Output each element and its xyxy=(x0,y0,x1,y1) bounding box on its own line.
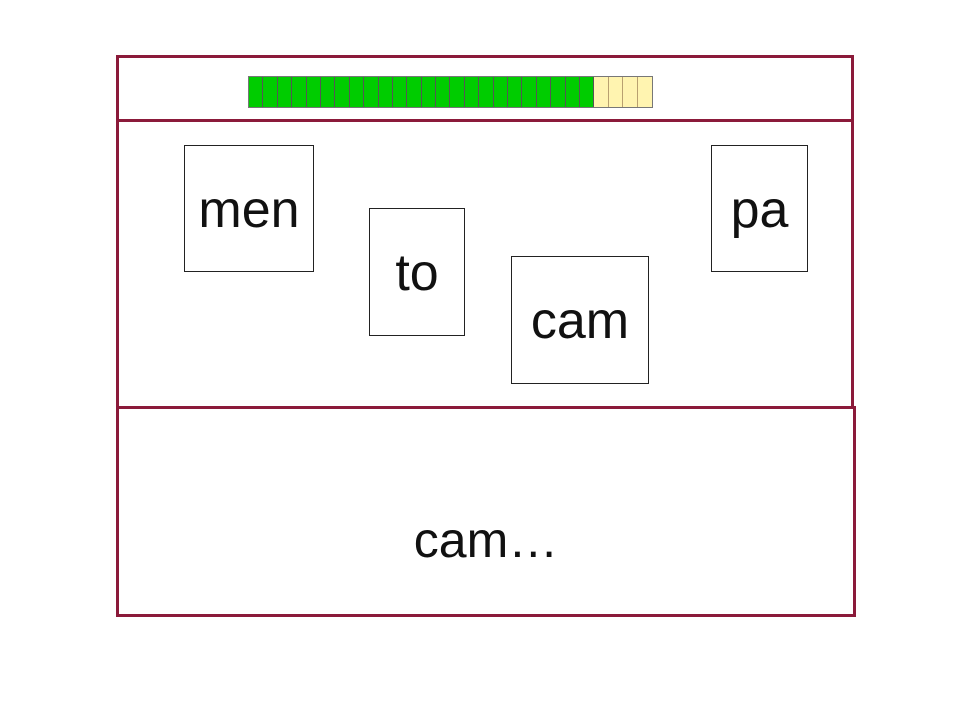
answer-panel xyxy=(116,406,856,617)
progress-segment-complete xyxy=(392,77,408,107)
progress-bar xyxy=(248,76,653,108)
progress-segment-complete xyxy=(493,77,509,107)
syllable-card-label: to xyxy=(395,244,439,302)
syllable-card-label: pa xyxy=(730,181,789,239)
progress-segment-complete xyxy=(479,77,494,107)
syllable-card-men[interactable]: men xyxy=(184,145,314,272)
progress-segment-complete xyxy=(579,77,595,107)
syllable-card-cam[interactable]: cam xyxy=(511,256,649,384)
progress-segment-complete xyxy=(522,77,537,107)
progress-segment-complete xyxy=(335,77,350,107)
progress-segment-remaining xyxy=(623,77,638,107)
progress-segment-complete xyxy=(263,77,278,107)
progress-segment-complete xyxy=(450,77,465,107)
syllable-card-label: men xyxy=(198,181,300,239)
syllable-card-label: cam xyxy=(530,292,630,350)
progress-segment-complete xyxy=(364,77,379,107)
progress-segment-complete xyxy=(551,77,566,107)
progress-segment-complete xyxy=(349,77,365,107)
progress-segment-remaining xyxy=(608,77,624,107)
progress-segment-remaining xyxy=(594,77,609,107)
progress-segment-complete xyxy=(249,77,264,107)
progress-segment-complete xyxy=(508,77,523,107)
progress-segment-complete xyxy=(320,77,336,107)
progress-segment-complete xyxy=(464,77,480,107)
answer-text: cam… xyxy=(413,512,559,568)
progress-segment-complete xyxy=(306,77,321,107)
syllable-card-to[interactable]: to xyxy=(369,208,465,336)
progress-segment-complete xyxy=(407,77,422,107)
progress-segment-complete xyxy=(536,77,552,107)
syllable-card-pa[interactable]: pa xyxy=(711,145,808,272)
progress-segment-complete xyxy=(378,77,393,107)
progress-segment-complete xyxy=(277,77,293,107)
progress-segment-complete xyxy=(565,77,580,107)
progress-segment-complete xyxy=(421,77,437,107)
progress-segment-remaining xyxy=(637,77,652,107)
progress-segment-complete xyxy=(292,77,307,107)
progress-segment-complete xyxy=(436,77,451,107)
